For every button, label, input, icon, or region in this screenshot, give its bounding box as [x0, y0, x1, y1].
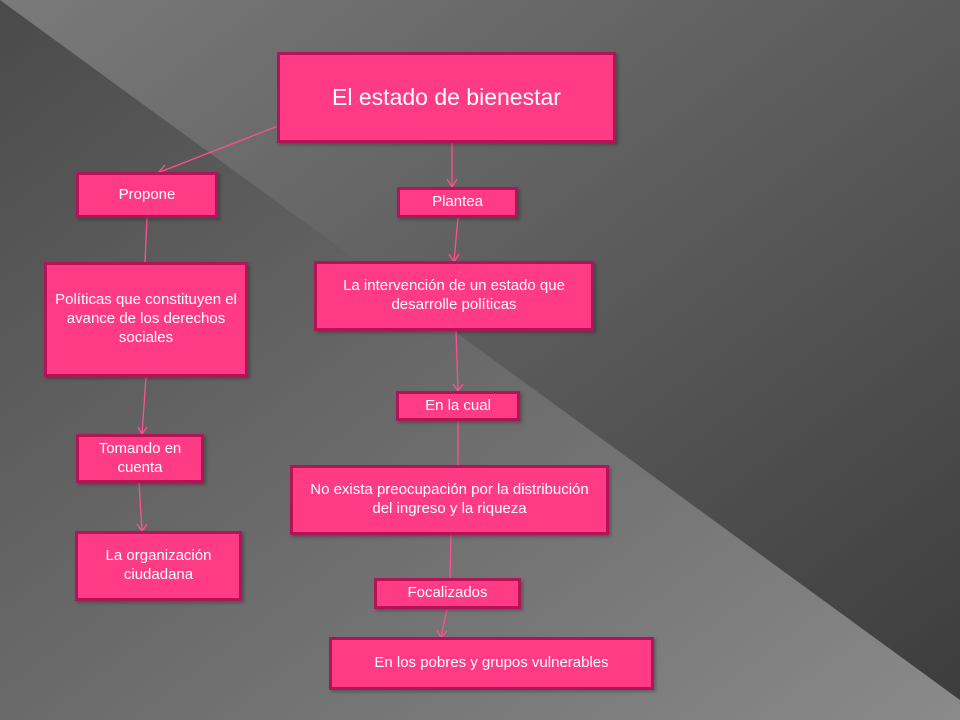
organization-text: La organización ciudadana — [105, 547, 212, 583]
title-node: El estado de bienestar — [277, 52, 616, 143]
vulnerable-groups-node: En los pobres y grupos vulnerables — [329, 637, 654, 690]
title-text: El estado de bienestar — [332, 84, 561, 111]
no-concern-text: No exista preocupación por la distribuci… — [310, 481, 589, 517]
focused-node: Focalizados — [374, 578, 521, 609]
in-which-text: En la cual — [425, 396, 491, 414]
plantea-node: Plantea — [397, 187, 518, 218]
intervention-text: La intervención de un estado que desarro… — [343, 277, 565, 313]
vulnerable-groups-text: En los pobres y grupos vulnerables — [374, 654, 609, 672]
propone-text: Propone — [118, 185, 176, 203]
focused-text: Focalizados — [407, 584, 488, 602]
policies-text: Políticas que constituyen el avance de l… — [55, 291, 237, 346]
organization-node: La organización ciudadana — [75, 531, 242, 601]
taking-into-account-node: Tomando en cuenta — [76, 434, 204, 483]
no-concern-node: No exista preocupación por la distribuci… — [290, 465, 609, 535]
plantea-text: Plantea — [432, 193, 483, 211]
policies-node: Políticas que constituyen el avance de l… — [44, 262, 248, 377]
taking-into-account-text: Tomando en cuenta — [98, 439, 182, 476]
in-which-node: En la cual — [396, 391, 520, 421]
propone-node: Propone — [76, 172, 218, 218]
intervention-node: La intervención de un estado que desarro… — [314, 261, 594, 331]
